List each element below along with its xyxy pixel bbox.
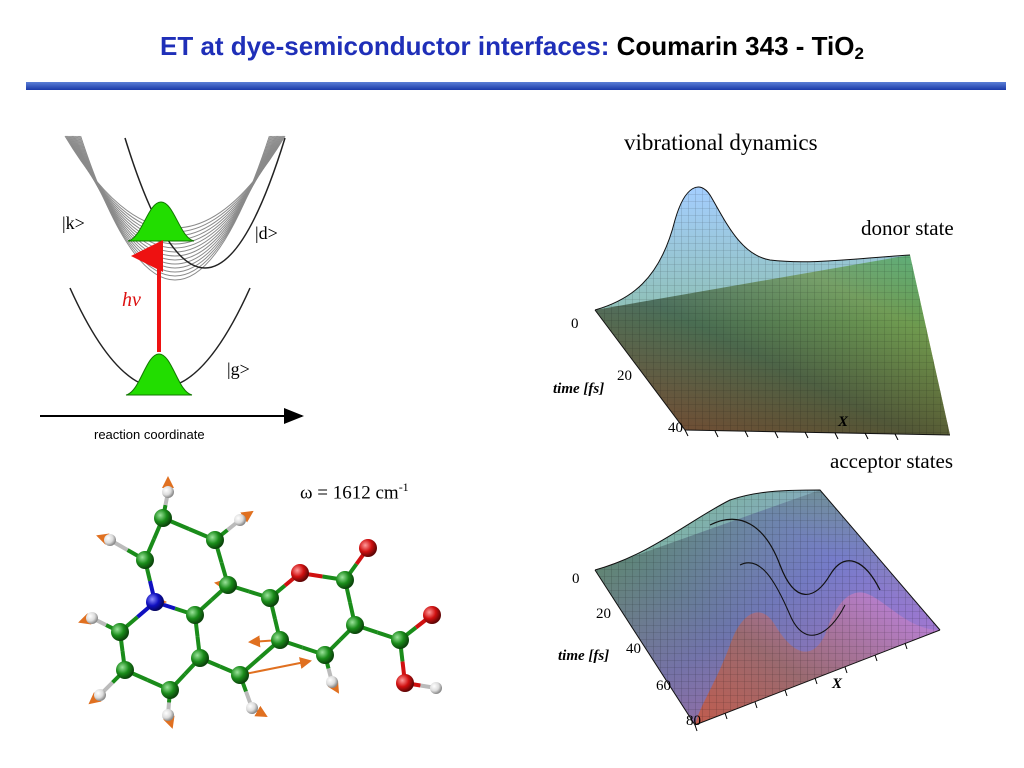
carbon-atom <box>261 589 279 607</box>
acceptor-tick-80: 80 <box>686 713 701 729</box>
hydrogen-atom <box>162 486 174 498</box>
acceptor-time-axis-label: time [fs] <box>558 648 610 664</box>
molecule-atoms <box>86 486 442 721</box>
carbon-atom <box>346 616 364 634</box>
acceptor-tick-60: 60 <box>656 678 671 694</box>
carbon-atom <box>336 571 354 589</box>
coumarin-343-molecule <box>78 476 442 729</box>
acceptor-tick-40: 40 <box>626 641 641 657</box>
hydrogen-atom <box>246 702 258 714</box>
state-g-label: |g> <box>227 359 250 379</box>
donor-potential-curve <box>124 137 286 269</box>
excited-state-manifold <box>64 135 286 281</box>
state-d-label: |d> <box>255 223 278 243</box>
manifold-curve <box>64 135 286 229</box>
carbon-atom <box>116 661 134 679</box>
carbon-atom <box>161 681 179 699</box>
plots-heading: vibrational dynamics <box>624 130 818 155</box>
hydrogen-atom <box>162 709 174 721</box>
frequency-label: ω = 1612 cm-1 <box>300 480 409 504</box>
donor-tick-40: 40 <box>668 420 683 436</box>
carbon-atom <box>271 631 289 649</box>
carbon-atom <box>231 666 249 684</box>
excitation-label: hν <box>122 289 141 311</box>
hydrogen-atom <box>326 676 338 688</box>
acceptor-tick-20: 20 <box>596 606 611 622</box>
carbon-atom <box>191 649 209 667</box>
donor-tick-20: 20 <box>617 368 632 384</box>
hydrogen-atom <box>94 689 106 701</box>
reaction-coordinate-label: reaction coordinate <box>94 427 205 442</box>
ground-wavepacket <box>125 353 193 396</box>
oxygen-atom <box>291 564 309 582</box>
title-black-part: Coumarin 343 - TiO <box>616 31 855 61</box>
donor-state-label: donor state <box>861 216 954 240</box>
oxygen-atom <box>423 606 441 624</box>
acceptor-states-label: acceptor states <box>830 449 954 473</box>
manifold-curve <box>80 135 270 281</box>
oxygen-atom <box>359 539 377 557</box>
hydrogen-atom <box>234 514 246 526</box>
hydrogen-atom <box>104 534 116 546</box>
donor-x-axis-label: X <box>838 414 849 430</box>
acceptor-states-surface <box>594 489 941 732</box>
nitrogen-atom <box>146 593 164 611</box>
oxygen-atom <box>396 674 414 692</box>
hydrogen-atom <box>430 682 442 694</box>
carbon-atom <box>316 646 334 664</box>
state-k-label: |k> <box>62 213 85 233</box>
carbon-atom <box>219 576 237 594</box>
excited-wavepacket <box>127 201 195 242</box>
carbon-atom <box>136 551 154 569</box>
donor-time-axis-label: time [fs] <box>553 381 605 397</box>
hydrogen-atom <box>86 612 98 624</box>
frequency-exponent: -1 <box>398 480 409 494</box>
acceptor-x-axis-label: X <box>832 676 843 692</box>
acceptor-tick-0: 0 <box>572 571 580 587</box>
carbon-atom <box>206 531 224 549</box>
slide-title: ET at dye-semiconductor interfaces: Coum… <box>0 28 1024 64</box>
carbon-atom <box>111 623 129 641</box>
carbon-atom <box>186 606 204 624</box>
displacement-arrow <box>239 657 312 676</box>
title-rule <box>26 82 1006 90</box>
donor-state-surface <box>594 186 951 440</box>
carbon-atom <box>154 509 172 527</box>
frequency-text: ω = 1612 cm <box>300 482 399 504</box>
potential-diagram <box>40 135 304 424</box>
title-blue-part: ET at dye-semiconductor interfaces: <box>160 31 610 61</box>
donor-tick-0: 0 <box>571 316 579 332</box>
carbon-atom <box>391 631 409 649</box>
title-subscript: 2 <box>854 44 864 63</box>
